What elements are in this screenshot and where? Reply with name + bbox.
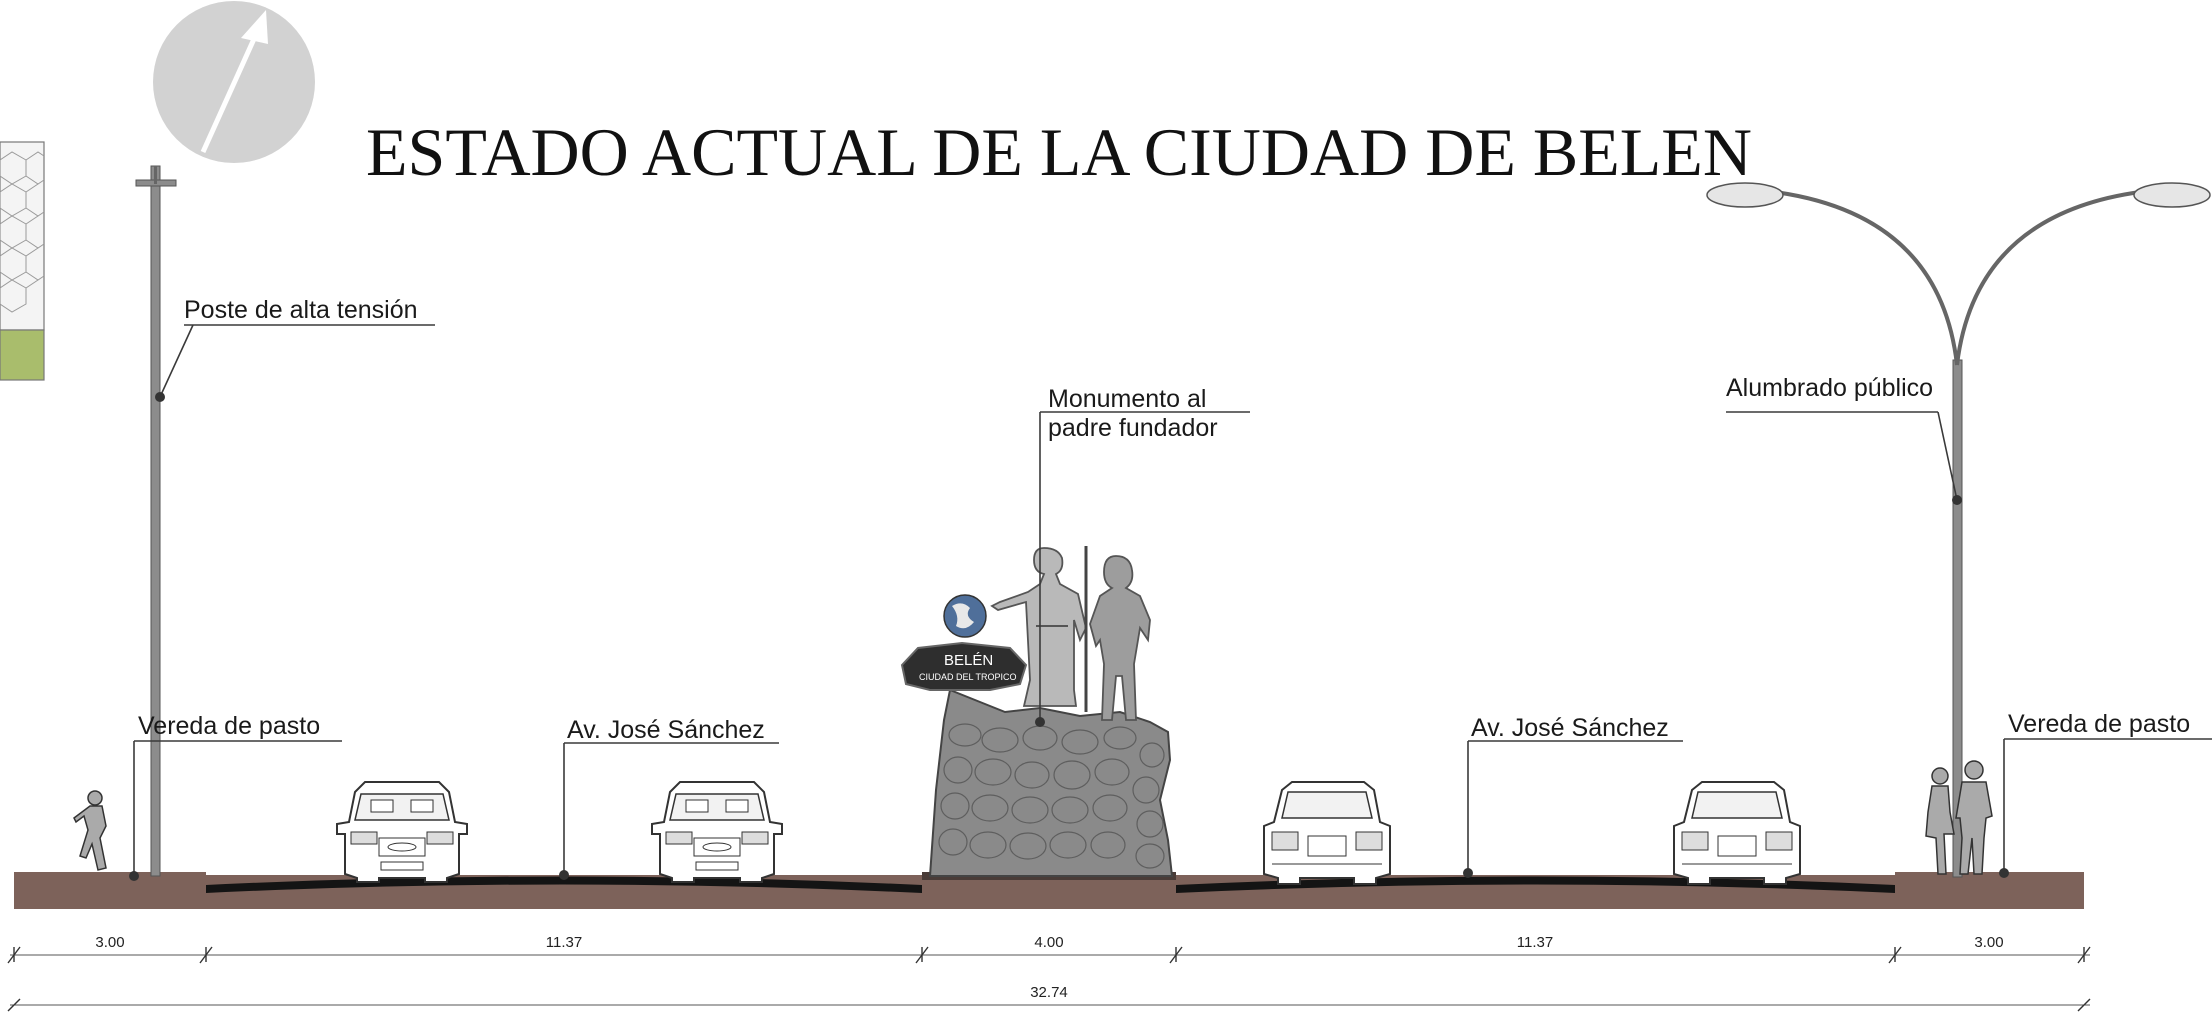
pedestrian-left [73, 790, 107, 871]
label-avenida-left-text: Av. José Sánchez [567, 716, 765, 744]
label-avenida-right: Av. José Sánchez [1463, 714, 1683, 878]
dimension-segments: 3.00 11.37 4.00 11.37 3.00 [7, 934, 2091, 964]
dimension-segment-5: 3.00 [1974, 934, 2003, 951]
car-3 [1263, 781, 1391, 885]
monument-sign-subtitle: CIUDAD DEL TROPICO [919, 672, 1017, 682]
dimension-segment-3: 4.00 [1034, 934, 1063, 951]
label-vereda-right: Vereda de pasto [1999, 710, 2212, 878]
label-avenida-left: Av. José Sánchez [559, 716, 779, 880]
dimension-segment-1: 3.00 [95, 934, 124, 951]
label-monumento-line1: Monumento al [1048, 385, 1206, 413]
label-poste: Poste de alta tensión [155, 296, 435, 402]
label-avenida-right-text: Av. José Sánchez [1471, 714, 1669, 742]
dimension-total: 32.74 [7, 984, 2091, 1012]
label-vereda-left: Vereda de pasto [129, 712, 342, 881]
label-poste-text: Poste de alta tensión [184, 296, 418, 324]
monument: BELÉN CIUDAD DEL TROPICO [900, 546, 1174, 877]
dimension-segment-2: 11.37 [546, 934, 582, 951]
side-panel [0, 141, 45, 381]
label-vereda-right-text: Vereda de pasto [2008, 710, 2190, 738]
page-title: ESTADO ACTUAL DE LA CIUDAD DE BELEN [366, 114, 1752, 190]
pedestrians-right [1925, 760, 1993, 875]
street-light [1706, 182, 2211, 878]
utility-pole [135, 165, 177, 877]
north-arrow-icon [153, 1, 315, 163]
car-2 [651, 781, 783, 883]
label-monumento: Monumento al padre fundador [1035, 385, 1250, 727]
label-alumbrado-text: Alumbrado público [1726, 374, 1933, 402]
car-4 [1673, 781, 1801, 885]
monument-sign-name: BELÉN [944, 652, 993, 669]
label-alumbrado: Alumbrado público [1726, 374, 1962, 505]
label-monumento-line2: padre fundador [1048, 414, 1218, 442]
dimension-total-value: 32.74 [1030, 984, 1068, 1001]
label-vereda-left-text: Vereda de pasto [138, 712, 320, 740]
dimension-segment-4: 11.37 [1517, 934, 1553, 951]
car-1 [336, 781, 468, 883]
